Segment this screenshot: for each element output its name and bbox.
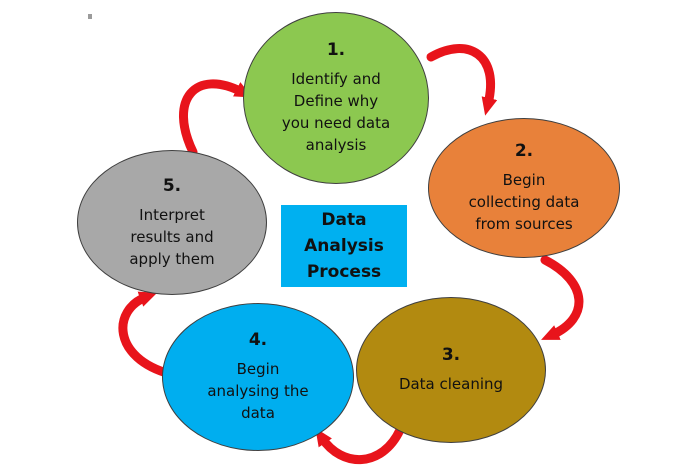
- step-1-label: Identify and Define why you need data an…: [281, 70, 391, 154]
- step-2-number: 2.: [514, 141, 534, 161]
- step-3-label: Data cleaning: [398, 375, 504, 393]
- arrow-step2-to-step3: [540, 255, 584, 340]
- step-4-label: Begin analysing the data: [207, 360, 309, 422]
- step-3-number: 3.: [441, 345, 461, 365]
- arrow-step5-to-step1: [179, 79, 253, 157]
- diagram-title: Data Analysis Process: [304, 210, 384, 282]
- arrow-step3-to-step4: [315, 425, 405, 465]
- step-4-number: 4.: [248, 330, 268, 350]
- center-title-box: Data Analysis Process: [281, 205, 407, 287]
- step-5-ellipse: 5. Interpret results and apply them: [77, 150, 267, 295]
- step-4-ellipse: 4. Begin analysing the data: [162, 303, 354, 451]
- step-3-ellipse: 3. Data cleaning: [356, 297, 546, 443]
- step-2-label: Begin collecting data from sources: [468, 171, 580, 233]
- stray-pixel-artifact: [88, 14, 92, 19]
- step-1-number: 1.: [326, 40, 346, 60]
- step-5-number: 5.: [162, 175, 182, 196]
- step-1-ellipse: 1. Identify and Define why you need data…: [243, 12, 429, 184]
- step-5-label: Interpret results and apply them: [129, 205, 215, 268]
- arrow-step1-to-step2: [426, 44, 498, 116]
- step-2-ellipse: 2. Begin collecting data from sources: [428, 118, 620, 258]
